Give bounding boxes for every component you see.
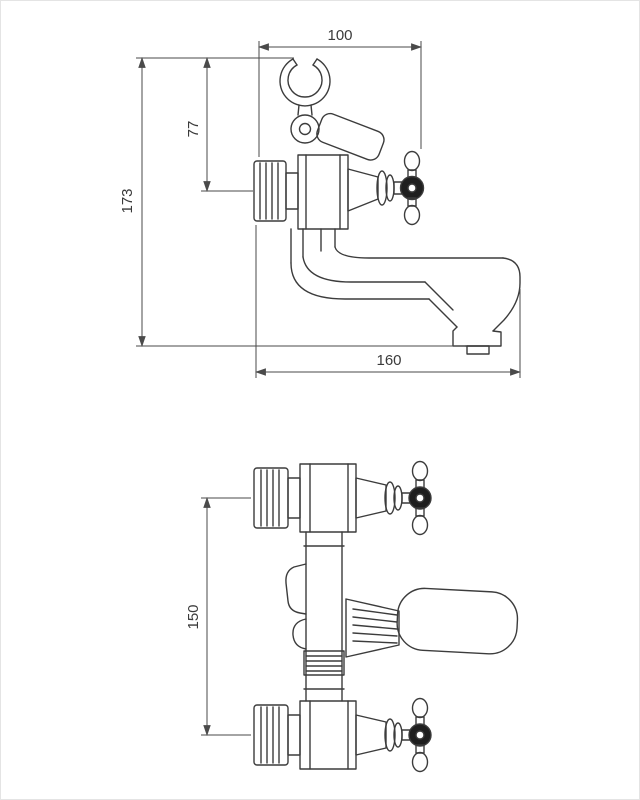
front-dimensions	[136, 41, 522, 378]
dim-label-100: 100	[327, 27, 352, 44]
front-view	[253, 58, 521, 355]
valve-body-front	[253, 154, 349, 230]
dim-overall-173	[136, 56, 465, 348]
dim-label-173: 173	[119, 188, 136, 213]
threaded-band	[303, 650, 345, 676]
diverter-paddle	[316, 112, 385, 161]
aerator	[466, 345, 490, 355]
spout	[290, 228, 521, 355]
central-body	[303, 531, 345, 702]
top-valve-assembly	[253, 460, 432, 536]
handset-cradle	[279, 58, 331, 144]
plan-view	[253, 460, 519, 773]
dim-label-150: 150	[185, 604, 202, 629]
dim-label-160: 160	[376, 352, 401, 369]
dim-centres-150	[201, 496, 251, 737]
cross-handle-front	[347, 150, 425, 226]
dim-label-77: 77	[185, 121, 202, 138]
lever-handle	[345, 587, 519, 658]
cradle-bracket-plan	[285, 563, 307, 650]
bottom-valve-assembly	[253, 697, 432, 773]
dim-reach-160	[254, 225, 522, 378]
wall-union-front	[253, 160, 287, 222]
dim-width-100	[257, 41, 423, 157]
plan-dimensions	[201, 496, 251, 737]
dim-holder-77	[136, 56, 294, 193]
